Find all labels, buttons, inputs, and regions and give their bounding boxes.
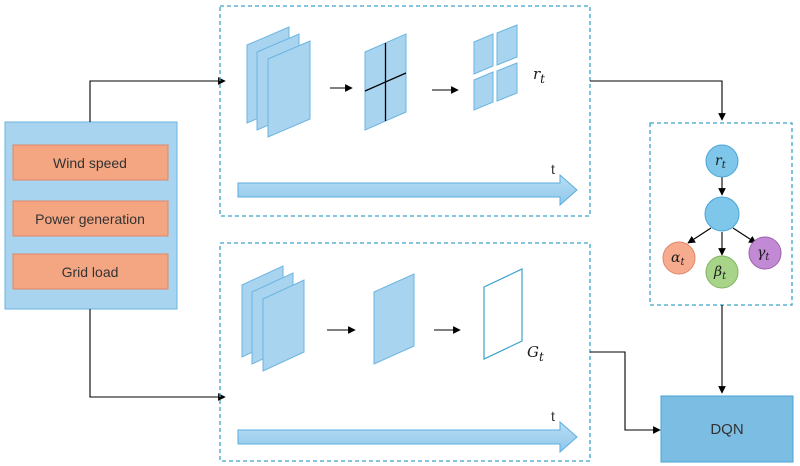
svg-text:rt: rt: [715, 153, 727, 171]
bottom-merged-map: [373, 273, 415, 365]
svg-text:γt: γt: [757, 245, 770, 263]
input-panel: Wind speed Power generation Grid load: [4, 121, 178, 310]
top-branch: rt t: [219, 5, 591, 217]
top-split-pieces: [473, 24, 518, 111]
tree-node-beta: βt: [705, 255, 739, 289]
dqn-block: DQN: [660, 395, 794, 463]
connector-bottom-to-dqn: [590, 351, 661, 434]
input-item-label: Power generation: [35, 211, 145, 227]
top-time-label: t: [551, 161, 555, 177]
connector-input-to-top: [89, 77, 226, 122]
bottom-branch: Gt t: [219, 242, 591, 462]
tree-edge-mid-alpha: [687, 227, 712, 244]
bottom-time-label: t: [551, 408, 555, 424]
tree-node-intermediate: [704, 196, 740, 232]
top-output-symbol: rt: [533, 65, 545, 86]
top-time-arrow: [237, 173, 578, 207]
top-stacked-maps: [246, 26, 311, 138]
svg-text:βt: βt: [713, 264, 727, 282]
svg-text:αt: αt: [671, 250, 685, 268]
bottom-output-map: [483, 268, 523, 360]
connector-input-to-bottom: [89, 309, 226, 401]
bottom-stacked-maps: [241, 265, 305, 372]
tree-node-alpha: αt: [662, 241, 696, 275]
input-item-label: Grid load: [62, 264, 119, 280]
connector-top-to-tree: [590, 80, 726, 121]
input-item-grid-load: Grid load: [12, 253, 169, 290]
input-item-wind-speed: Wind speed: [12, 144, 169, 181]
input-item-label: Wind speed: [53, 155, 127, 171]
input-item-power-generation: Power generation: [12, 200, 169, 237]
tree-panel: rt αt βt γt: [649, 122, 793, 306]
top-branch-frame: [219, 5, 591, 217]
bottom-time-arrow: [237, 420, 578, 454]
bottom-output-symbol: Gt: [527, 343, 544, 364]
tree-edge-mid-gamma: [732, 227, 757, 244]
tree-node-gamma: γt: [748, 236, 782, 270]
tree-panel-frame: [649, 122, 793, 306]
tree-node-root: rt: [705, 144, 739, 178]
top-divided-map: [364, 33, 407, 131]
dqn-label: DQN: [710, 421, 743, 438]
